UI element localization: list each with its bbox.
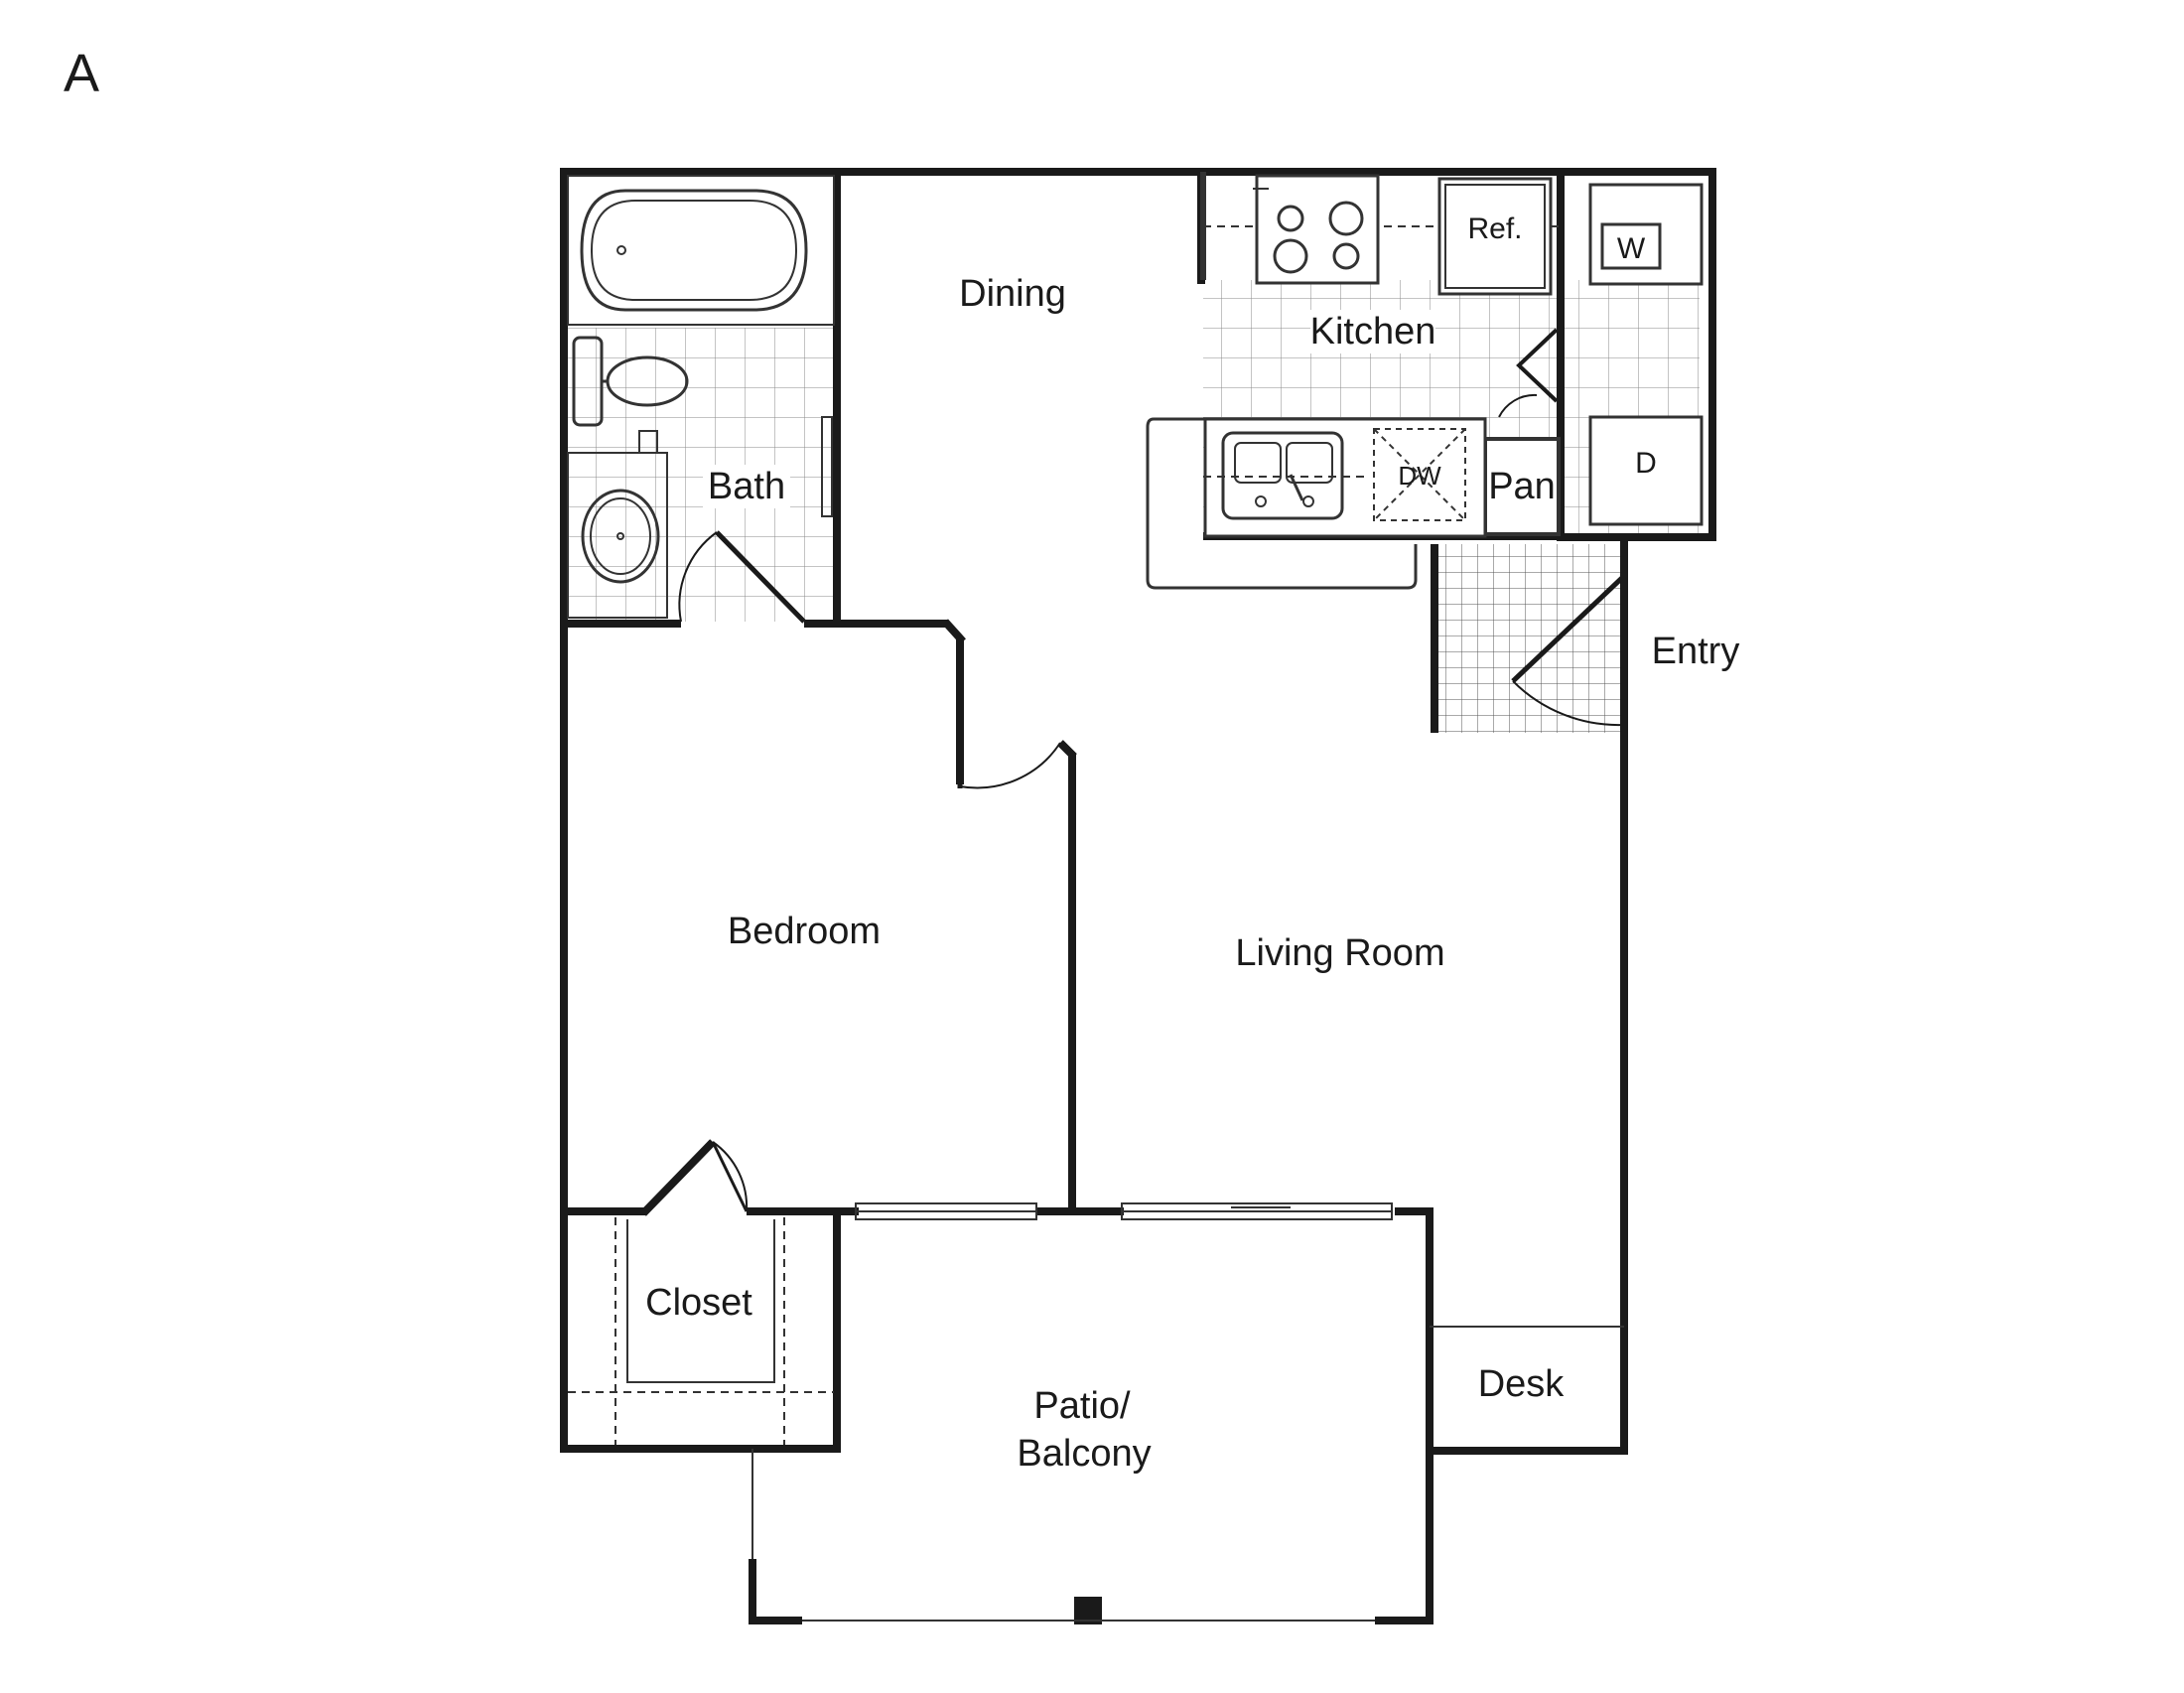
patio-label-line1: Patio/ [1033,1385,1131,1427]
bedroom-label: Bedroom [728,911,881,952]
closet-label: Closet [645,1282,752,1324]
thin-lines [568,1202,1624,1622]
kitchen-fixtures [1146,172,1704,590]
dining-label: Dining [959,273,1066,315]
doors [678,328,1626,1212]
dryer-label: D [1635,447,1657,480]
entry-tile-floor [1434,544,1623,733]
bath-fixtures [567,175,835,619]
patio-label-line2: Balcony [1017,1433,1151,1475]
bath-tile-floor [568,328,834,622]
bath-label: Bath [708,466,785,507]
refrigerator-label: Ref. [1467,212,1522,245]
plan-letter: A [64,44,99,103]
sink [581,489,660,584]
kitchen-label: Kitchen [1310,311,1436,353]
desk-label: Desk [1478,1363,1566,1405]
living-room-label: Living Room [1235,932,1444,974]
room-labels: Dining Kitchen Bath Pan Entry Bedroom Li… [645,273,1739,1475]
pantry-label: Pan [1488,466,1556,507]
entry-label: Entry [1652,631,1740,672]
fixture-labels: Ref. W D DW [1398,207,1657,491]
bathtub [580,189,808,312]
washer-label: W [1617,232,1646,265]
dishwasher-label: DW [1398,461,1441,491]
